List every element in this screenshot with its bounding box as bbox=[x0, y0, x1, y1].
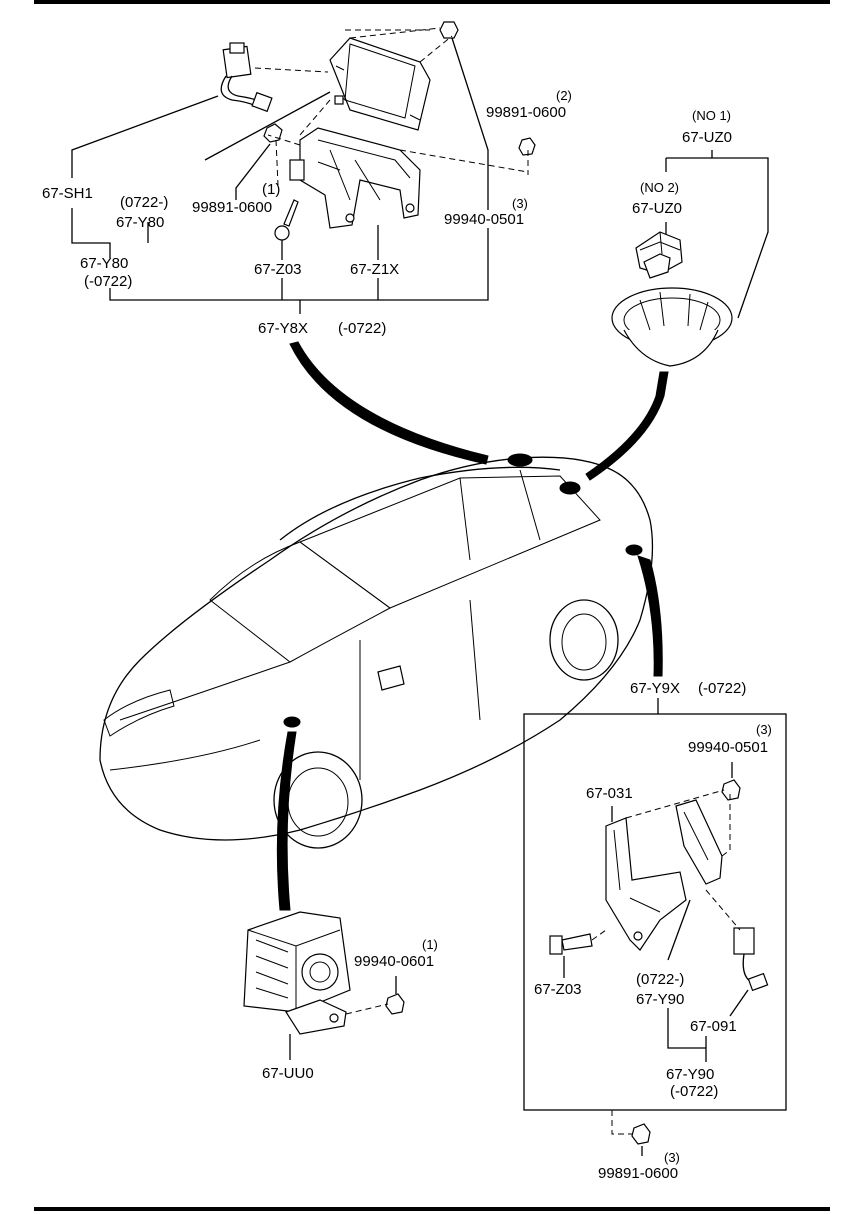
bottom-right-drawing bbox=[523, 698, 787, 1156]
label-qty3-rb: (3) bbox=[756, 722, 772, 737]
label-99891-0600-top-b: 99891-0600 bbox=[486, 104, 566, 121]
label-99940-0501-top: 99940-0501 bbox=[444, 211, 524, 228]
label-0722-dash-top: (0722-) bbox=[120, 194, 168, 211]
label-67-091: 67-091 bbox=[690, 1018, 737, 1035]
pointer-arrow-roof bbox=[289, 341, 489, 465]
label-67-SH1: 67-SH1 bbox=[42, 185, 93, 202]
label-67-Y80-top-a: 67-Y80 bbox=[116, 214, 164, 231]
pointer-arrow-rear bbox=[637, 555, 663, 677]
top-assembly-drawing bbox=[71, 21, 536, 314]
label-67-UZ0-a: 67-UZ0 bbox=[682, 129, 732, 146]
label-no2: (NO 2) bbox=[640, 180, 679, 195]
label-qty2-top: (2) bbox=[556, 88, 572, 103]
label-qty3-bottom: (3) bbox=[664, 1150, 680, 1165]
car-outline bbox=[99, 453, 654, 849]
bottom-left-drawing bbox=[243, 911, 405, 1060]
label-67-Z03-top: 67-Z03 bbox=[254, 261, 302, 278]
label-99891-0600-bottom: 99891-0600 bbox=[598, 1165, 678, 1182]
label-qty3-top: (3) bbox=[512, 196, 528, 211]
top-border-rule bbox=[34, 0, 830, 4]
label-67-Y90-rb-a: 67-Y90 bbox=[636, 991, 684, 1008]
label-no1: (NO 1) bbox=[692, 108, 731, 123]
label-0722-dash-rb: (0722-) bbox=[636, 971, 684, 988]
label-99940-0601: 99940-0601 bbox=[354, 953, 434, 970]
label-67-Y9X-note: (-0722) bbox=[698, 680, 746, 697]
label-67-Z03-rb: 67-Z03 bbox=[534, 981, 582, 998]
label-67-Y9X: 67-Y9X bbox=[630, 680, 680, 697]
label-67-Y8X: 67-Y8X bbox=[258, 320, 308, 337]
label-neg0722-rb: (-0722) bbox=[670, 1083, 718, 1100]
label-qty1-bl: (1) bbox=[422, 937, 438, 952]
label-neg0722-top: (-0722) bbox=[84, 273, 132, 290]
label-qty1-top: (1) bbox=[262, 181, 280, 198]
label-99940-0501-rb: 99940-0501 bbox=[688, 739, 768, 756]
label-67-UZ0-b: 67-UZ0 bbox=[632, 200, 682, 217]
label-67-Y80-top-b: 67-Y80 bbox=[80, 255, 128, 272]
bottom-border-rule bbox=[34, 1207, 830, 1211]
label-67-031: 67-031 bbox=[586, 785, 633, 802]
top-right-drawing bbox=[585, 150, 769, 481]
label-67-Z1X: 67-Z1X bbox=[350, 261, 399, 278]
label-99891-0600-top-a: 99891-0600 bbox=[192, 199, 272, 216]
label-67-Y90-rb-b: 67-Y90 bbox=[666, 1066, 714, 1083]
label-67-UU0: 67-UU0 bbox=[262, 1065, 314, 1082]
label-67-Y8X-note: (-0722) bbox=[338, 320, 386, 337]
pointer-arrow-front bbox=[276, 731, 297, 911]
